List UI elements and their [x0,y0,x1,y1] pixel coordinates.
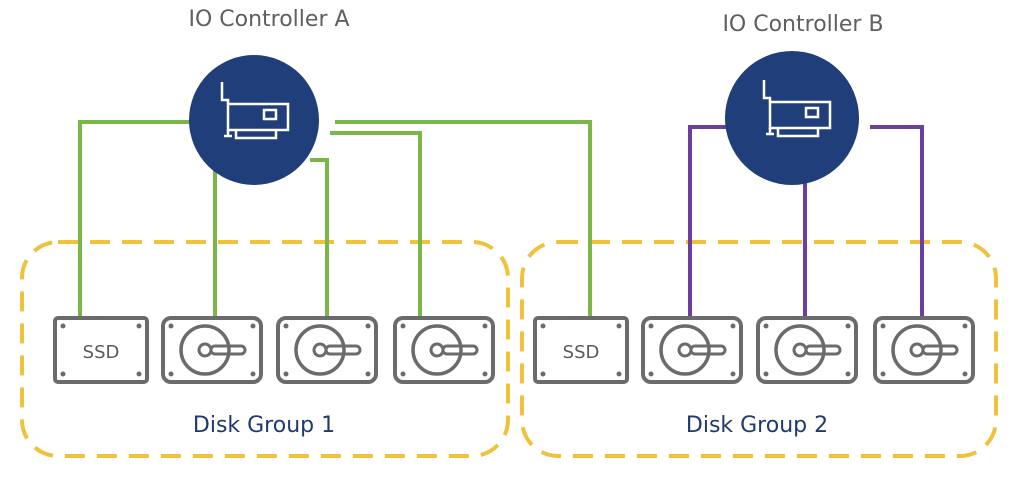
io-controller-b: IO Controller B [722,12,884,185]
hard-disk-drive-icon [276,316,378,384]
ssd-drive-icon: SSD [53,316,149,384]
pcie-card-icon [220,82,290,140]
connection-b-hdd1 [688,125,728,320]
controller-a-label: IO Controller A [188,7,349,32]
connection-a-ssd1 [78,120,192,320]
disk-group-2-drives: SSD Disk Group 2 [533,316,975,438]
controller-b-label: IO Controller B [722,12,883,37]
connection-b-hdd3 [870,125,924,320]
ssd-drive-icon: SSD [533,316,629,384]
disk-group-1-label: Disk Group 1 [193,413,335,438]
hard-disk-drive-icon [393,316,495,384]
disk-group-2-label: Disk Group 2 [686,413,828,438]
hard-disk-drive-icon [161,316,263,384]
disk-group-1-drives: SSD Disk Group 1 [53,316,495,438]
io-controller-a: IO Controller A [188,7,350,185]
pcie-card-icon [762,80,832,138]
hard-disk-drive-icon [756,316,858,384]
disk-group-1-boundary [20,240,510,458]
ssd-label: SSD [83,342,120,363]
hard-disk-drive-icon [873,316,975,384]
controller-a-connections [78,120,592,320]
controller-b-connections [688,125,924,320]
hard-disk-drive-icon [641,316,743,384]
connection-a-hdd3 [330,131,422,320]
connection-a-ssd2 [335,120,592,320]
controller-b-circle [725,51,859,185]
disk-group-2-boundary [520,240,998,458]
controller-a-circle [189,55,319,185]
connection-a-hdd2 [310,158,329,320]
ssd-label: SSD [563,342,600,363]
